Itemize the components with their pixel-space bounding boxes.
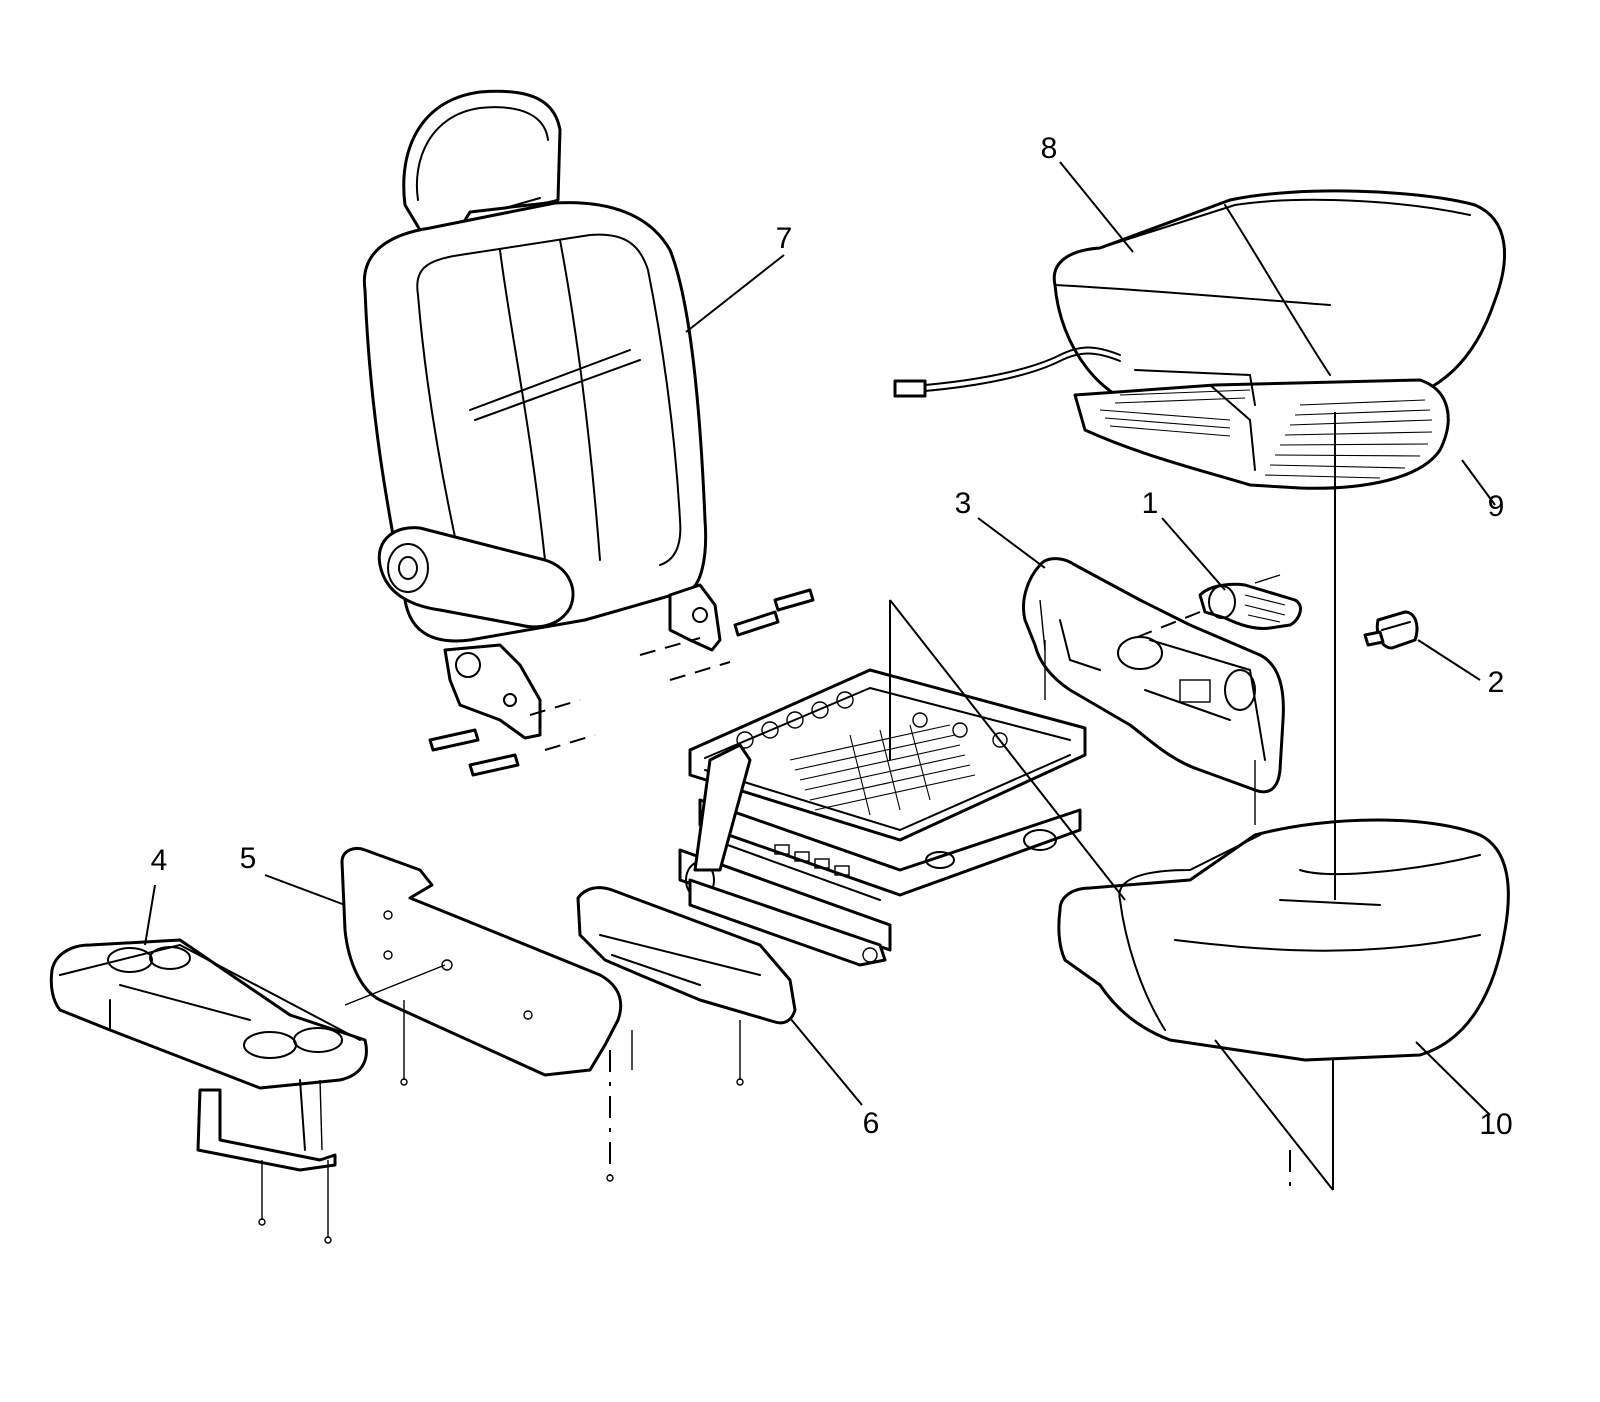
seat-cushion-assembly	[1057, 818, 1510, 1062]
side-trim-panel	[576, 886, 797, 1086]
callout-7: 7	[776, 222, 793, 255]
seat-cushion-pan	[1073, 378, 1450, 490]
console-tray	[49, 938, 368, 1244]
recliner-bolts	[428, 588, 815, 777]
recline-handle	[1129, 574, 1302, 641]
upper-seat-cushion-group	[893, 189, 1506, 490]
inner-side-shield	[340, 847, 633, 1182]
seat-adjuster-frame	[678, 668, 1087, 967]
callout-labels: 1 2 3 4 5 6 7 8 9 10	[151, 132, 1513, 1141]
callout-leaders	[144, 161, 1496, 1116]
tray-bracket	[196, 1088, 337, 1172]
seat-back-assembly	[362, 89, 815, 777]
callout-9: 9	[1488, 490, 1505, 523]
callout-1: 1	[1142, 487, 1159, 520]
wire-harness	[924, 346, 1121, 386]
right-recliner	[668, 583, 722, 652]
callout-2: 2	[1488, 666, 1505, 699]
adjuster-knob	[1363, 610, 1419, 650]
callout-5: 5	[240, 842, 257, 875]
headrest	[402, 89, 562, 232]
left-recliner	[443, 643, 542, 740]
callout-4: 4	[151, 844, 168, 877]
alignment-lines	[889, 412, 1336, 1191]
callout-8: 8	[1041, 132, 1058, 165]
outer-side-shield	[1022, 557, 1285, 825]
callout-10: 10	[1479, 1108, 1512, 1141]
callout-6: 6	[863, 1107, 880, 1140]
armrest	[377, 526, 575, 629]
callout-3: 3	[955, 487, 972, 520]
